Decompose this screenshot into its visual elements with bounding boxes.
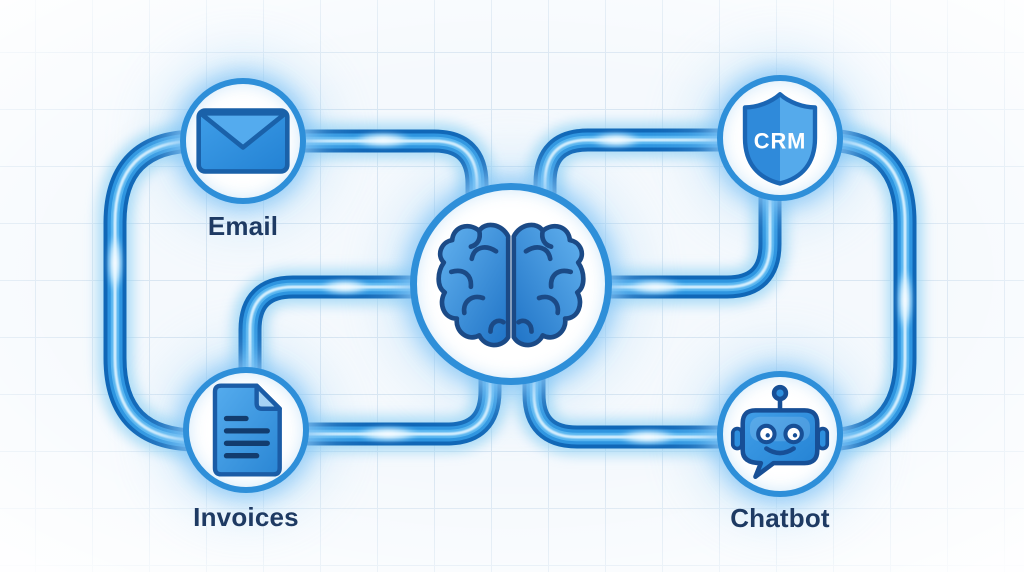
node-email	[180, 78, 306, 204]
node-chatbot	[717, 371, 843, 497]
chatbot-robot-icon	[730, 384, 830, 479]
email-envelope-icon	[196, 108, 290, 174]
node-ai-brain	[410, 183, 612, 385]
node-label-chatbot: Chatbot	[730, 503, 830, 533]
node-label-email: Email	[207, 211, 279, 241]
node-label-invoices: Invoices	[193, 502, 299, 532]
node-crm: CRM	[717, 75, 843, 201]
brain-icon	[436, 214, 586, 354]
crm-shield-label: CRM	[754, 129, 806, 154]
node-invoices	[183, 367, 309, 493]
crm-shield-icon: CRM	[742, 92, 818, 186]
invoice-document-icon	[212, 383, 282, 477]
pipe-glint-sprites	[107, 132, 913, 445]
